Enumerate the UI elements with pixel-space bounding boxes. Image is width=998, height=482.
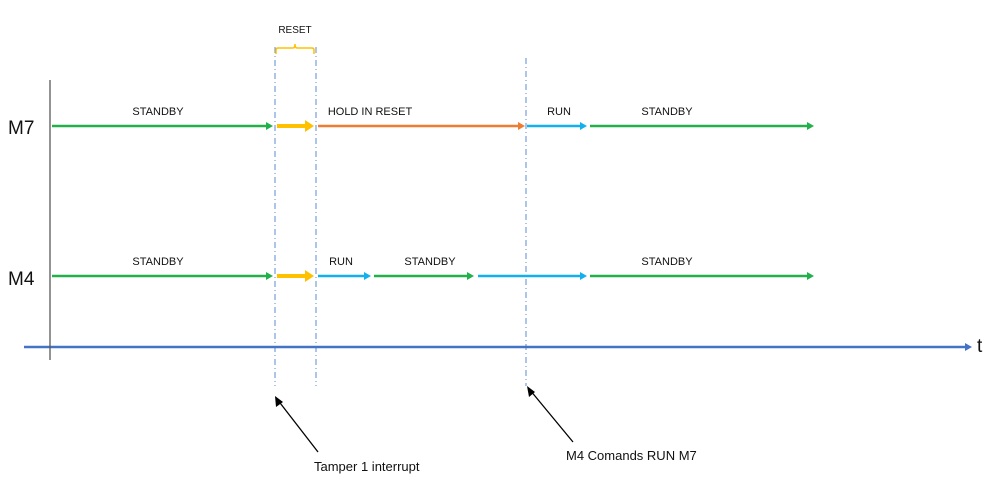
m4-segment-run: [318, 272, 371, 280]
m4-segment-label: STANDBY: [641, 256, 693, 268]
m4-segment-run: [478, 272, 587, 280]
m4-segment-reset: [277, 270, 314, 282]
m4-segment-standby: [590, 272, 814, 280]
reset-brace-label: RESET: [278, 25, 311, 36]
m4-segment-label: RUN: [329, 256, 353, 268]
m7-segment-hold: [318, 122, 525, 130]
reset-brace: [275, 43, 315, 54]
m7-segment-standby: [590, 122, 814, 130]
command-callout-arrow: [529, 389, 574, 443]
m4-segment-standby: [52, 272, 273, 280]
row-label-m4: M4: [8, 269, 35, 290]
m4-command-label: M4 Comands RUN M7: [566, 448, 697, 463]
m7-segment-standby: [52, 122, 273, 130]
callout-arrows: [275, 386, 574, 453]
state-arrows: STANDBY HOLD IN RESET RUN STANDBY STANDBY RUN…: [24, 106, 972, 351]
time-axis: [24, 343, 972, 351]
m7-segment-label: STANDBY: [132, 106, 184, 118]
row-label-m7: M7: [8, 118, 34, 139]
m7-segment-label: STANDBY: [641, 106, 693, 118]
m4-segment-standby: [374, 272, 474, 280]
time-axis-label: t: [977, 336, 983, 357]
m4-segment-label: STANDBY: [132, 256, 184, 268]
tamper-interrupt-label: Tamper 1 interrupt: [314, 459, 420, 474]
event-markers: [274, 47, 527, 386]
m4-segment-label: STANDBY: [404, 256, 456, 268]
m7-segment-label: RUN: [547, 106, 571, 118]
m7-segment-run: [527, 122, 587, 130]
m7-segment-label: HOLD IN RESET: [328, 106, 413, 118]
m7-segment-reset: [277, 120, 314, 132]
